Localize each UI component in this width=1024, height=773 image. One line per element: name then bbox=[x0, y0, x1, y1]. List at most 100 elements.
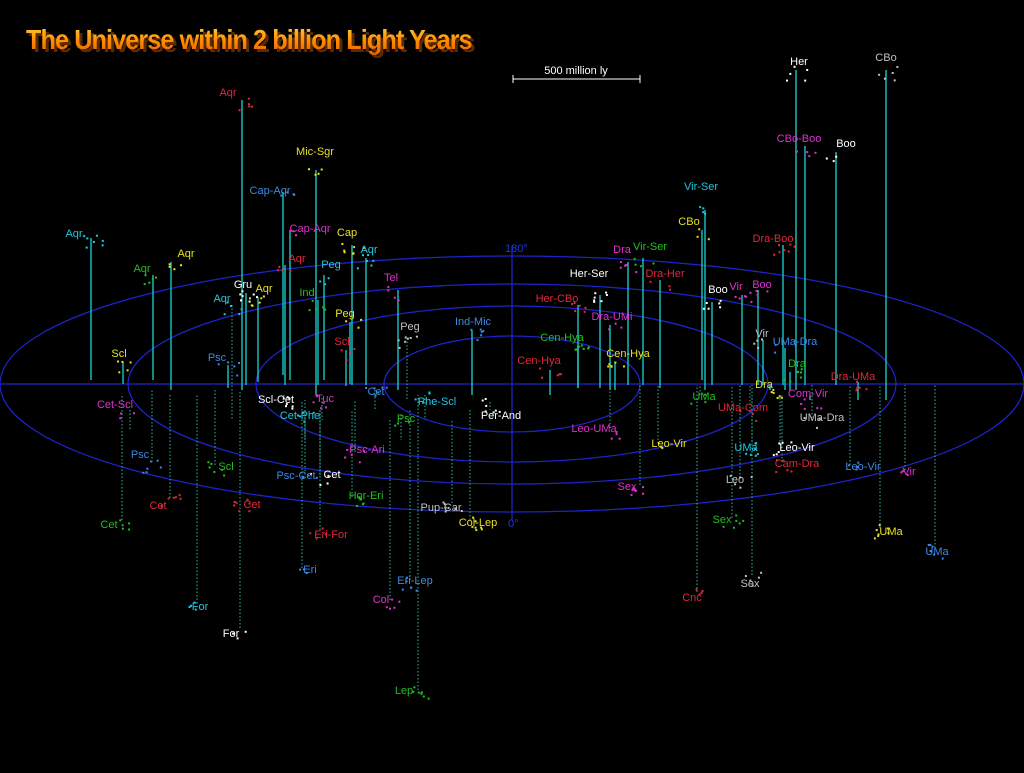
galaxy-dot bbox=[558, 373, 561, 376]
galaxy-dot bbox=[85, 246, 88, 249]
galaxy-dot bbox=[796, 150, 798, 153]
cluster-label: Her-CBo bbox=[536, 293, 579, 305]
cluster-label: Vir-Ser bbox=[633, 241, 667, 253]
galaxy-dot bbox=[249, 297, 251, 300]
galaxy-dot bbox=[803, 407, 806, 410]
galaxy-dot bbox=[417, 691, 420, 694]
galaxy-dot bbox=[745, 295, 748, 298]
galaxy-dot bbox=[315, 394, 318, 397]
galaxy-dot bbox=[855, 468, 858, 471]
cluster-label: Scl bbox=[111, 348, 126, 360]
galaxy-dot bbox=[878, 524, 881, 527]
galaxy-dot bbox=[180, 264, 182, 267]
galaxy-dot bbox=[878, 73, 881, 76]
cluster-label: UMa bbox=[692, 391, 716, 403]
galaxy-dot bbox=[309, 532, 312, 535]
galaxy-dot bbox=[315, 476, 318, 479]
galaxy-dot bbox=[574, 310, 577, 312]
galaxy-dot bbox=[404, 340, 407, 343]
galaxy-dot bbox=[230, 305, 232, 307]
galaxy-dot bbox=[415, 589, 418, 592]
galaxy-dot bbox=[661, 447, 664, 449]
galaxy-dot bbox=[865, 388, 868, 391]
galaxy-dot bbox=[776, 397, 779, 399]
galaxy-dot bbox=[927, 544, 930, 546]
cluster-label: For bbox=[192, 601, 209, 613]
galaxy-dot bbox=[129, 361, 132, 364]
galaxy-dot bbox=[739, 408, 742, 411]
cluster-label: Leo bbox=[726, 474, 744, 486]
galaxy-dot bbox=[128, 528, 131, 531]
galaxy-dot bbox=[618, 437, 621, 440]
galaxy-dot bbox=[776, 459, 778, 462]
galaxy-dot bbox=[835, 155, 838, 158]
galaxy-dot bbox=[444, 510, 447, 513]
galaxy-dot bbox=[571, 303, 574, 306]
galaxy-dot bbox=[353, 348, 356, 350]
galaxy-dot bbox=[370, 264, 373, 267]
galaxy-dot bbox=[367, 254, 370, 256]
galaxy-dot bbox=[289, 229, 292, 232]
galaxy-dot bbox=[743, 295, 746, 298]
galaxy-dot bbox=[832, 160, 835, 163]
galaxy-dot bbox=[314, 173, 317, 176]
galaxy-dot bbox=[475, 529, 478, 532]
galaxy-dot bbox=[101, 239, 104, 242]
galaxy-dot bbox=[704, 401, 707, 404]
cluster-label: Psc-Cet bbox=[276, 470, 315, 482]
galaxy-dot bbox=[484, 410, 487, 413]
cluster-label: Boo bbox=[708, 284, 728, 296]
galaxy-dot bbox=[295, 234, 297, 237]
galaxy-dot bbox=[583, 310, 586, 313]
galaxy-dot bbox=[739, 486, 742, 489]
galaxy-dot bbox=[207, 461, 210, 464]
cluster-label: Dra bbox=[613, 244, 632, 256]
galaxy-dot bbox=[447, 507, 450, 509]
galaxy-dot bbox=[707, 307, 710, 310]
galaxy-dot bbox=[303, 420, 306, 423]
galaxy-dot bbox=[293, 193, 296, 196]
galaxy-dot bbox=[190, 604, 192, 607]
galaxy-dot bbox=[941, 557, 944, 560]
galaxy-dot bbox=[818, 417, 821, 420]
galaxy-dot bbox=[398, 346, 401, 349]
galaxy-dot bbox=[719, 299, 722, 302]
cluster-label: Mic-Sgr bbox=[296, 146, 334, 158]
cluster-label: Leo-UMa bbox=[571, 423, 617, 435]
galaxy-dot bbox=[285, 403, 288, 406]
galaxy-dot bbox=[146, 467, 149, 470]
galaxy-dot bbox=[194, 608, 197, 611]
cluster-label: Cnc bbox=[682, 592, 702, 604]
cluster-label: Cap-Aqr bbox=[290, 223, 331, 235]
galaxy-dot bbox=[806, 151, 809, 154]
galaxy-dot bbox=[352, 252, 355, 255]
galaxy-dot bbox=[825, 157, 828, 160]
galaxy-dot bbox=[327, 474, 330, 477]
galaxy-dot bbox=[633, 257, 636, 260]
galaxy-dot bbox=[793, 245, 796, 248]
galaxy-dot bbox=[470, 328, 473, 331]
galaxy-dot bbox=[808, 155, 811, 158]
galaxy-dot bbox=[324, 308, 327, 311]
cluster-label: Ind bbox=[299, 287, 314, 299]
galaxy-dot bbox=[286, 191, 289, 194]
galaxy-dot bbox=[262, 295, 265, 298]
galaxy-dot bbox=[442, 501, 445, 504]
galaxy-dot bbox=[625, 264, 628, 266]
galaxy-dot bbox=[246, 498, 249, 501]
galaxy-dot bbox=[277, 269, 279, 272]
galaxy-dot bbox=[631, 488, 634, 491]
galaxy-dot bbox=[780, 396, 783, 399]
galaxy-dot bbox=[350, 351, 353, 354]
galaxy-dot bbox=[642, 486, 644, 489]
galaxy-dot bbox=[492, 411, 495, 414]
galaxy-dot bbox=[365, 387, 368, 389]
galaxy-dot bbox=[235, 501, 238, 504]
cluster-label: Cet bbox=[367, 386, 384, 398]
galaxy-dot bbox=[324, 283, 326, 286]
galaxy-dot bbox=[178, 494, 181, 497]
cluster-label: Cen-Hya bbox=[517, 355, 561, 367]
galaxy-dot bbox=[873, 537, 876, 540]
cluster-label: Aqr bbox=[288, 253, 305, 265]
